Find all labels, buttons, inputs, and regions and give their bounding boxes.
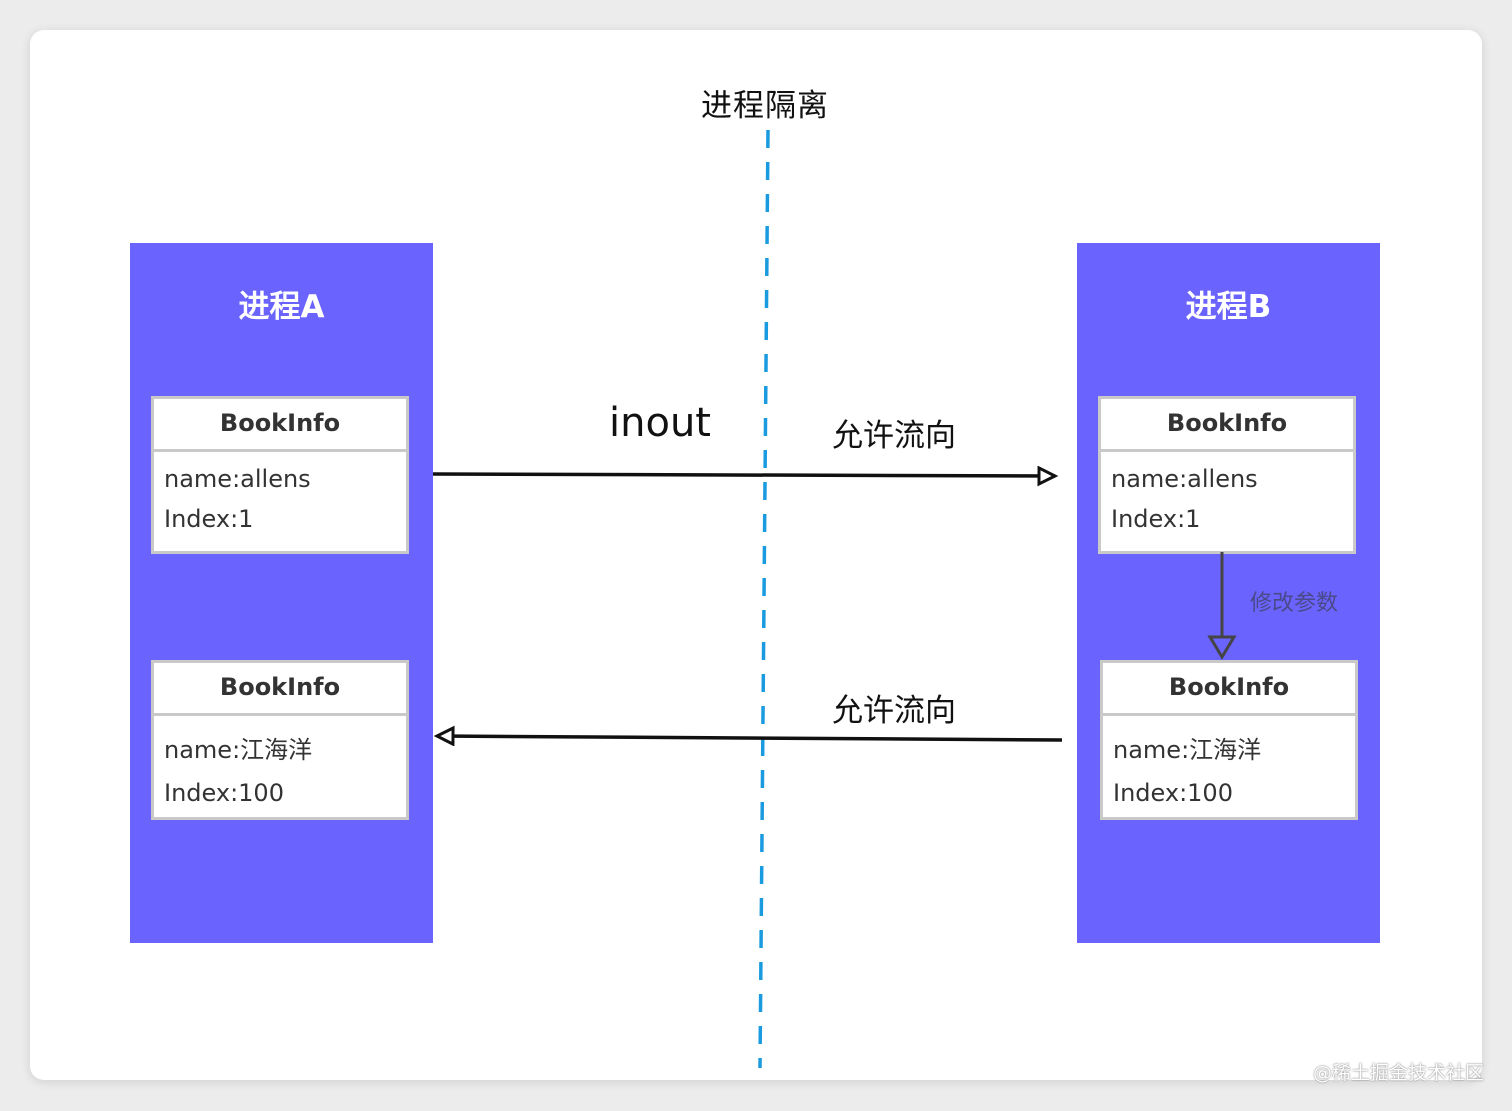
- bookinfo-index: Index:1: [1111, 505, 1201, 533]
- bookinfo-header: BookInfo: [154, 399, 406, 452]
- process-b-bookinfo-original: BookInfo name:allens Index:1: [1098, 396, 1356, 554]
- process-a-panel: 进程A BookInfo name:allens Index:1 BookInf…: [130, 243, 433, 943]
- bookinfo-name: name:江海洋: [164, 736, 313, 764]
- process-b-panel: 进程B BookInfo name:allens Index:1 BookInf…: [1077, 243, 1380, 943]
- modify-arrow-tip: [1207, 635, 1237, 660]
- arrow-b-to-a: [437, 736, 1063, 740]
- process-isolation-divider: [758, 129, 770, 1069]
- bookinfo-name: name:allens: [1111, 465, 1258, 493]
- process-a-bookinfo-original: BookInfo name:allens Index:1: [151, 396, 409, 554]
- process-a-bookinfo-updated: BookInfo name:江海洋 Index:100: [151, 660, 409, 820]
- bookinfo-header: BookInfo: [1103, 663, 1355, 716]
- flow-allowed-label-bottom: 允许流向: [832, 693, 956, 729]
- process-b-bookinfo-modified: BookInfo name:江海洋 Index:100: [1100, 660, 1358, 820]
- bookinfo-index: Index:100: [1113, 779, 1233, 807]
- watermark: @稀土掘金技术社区: [1312, 1062, 1484, 1084]
- flow-allowed-label-top: 允许流向: [832, 418, 956, 454]
- bookinfo-header: BookInfo: [154, 663, 406, 716]
- bookinfo-index: Index:100: [164, 779, 284, 807]
- process-b-title: 进程B: [1185, 289, 1272, 325]
- bookinfo-name: name:allens: [164, 465, 311, 493]
- bookinfo-index: Index:1: [164, 505, 254, 533]
- arrow-a-to-b: [431, 474, 1055, 476]
- isolation-title: 进程隔离: [701, 88, 829, 124]
- modify-params-label: 修改参数: [1250, 591, 1339, 616]
- inout-label: inout: [609, 400, 711, 446]
- process-a-title: 进程A: [238, 289, 325, 325]
- bookinfo-name: name:江海洋: [1113, 736, 1262, 764]
- bookinfo-header: BookInfo: [1101, 399, 1353, 452]
